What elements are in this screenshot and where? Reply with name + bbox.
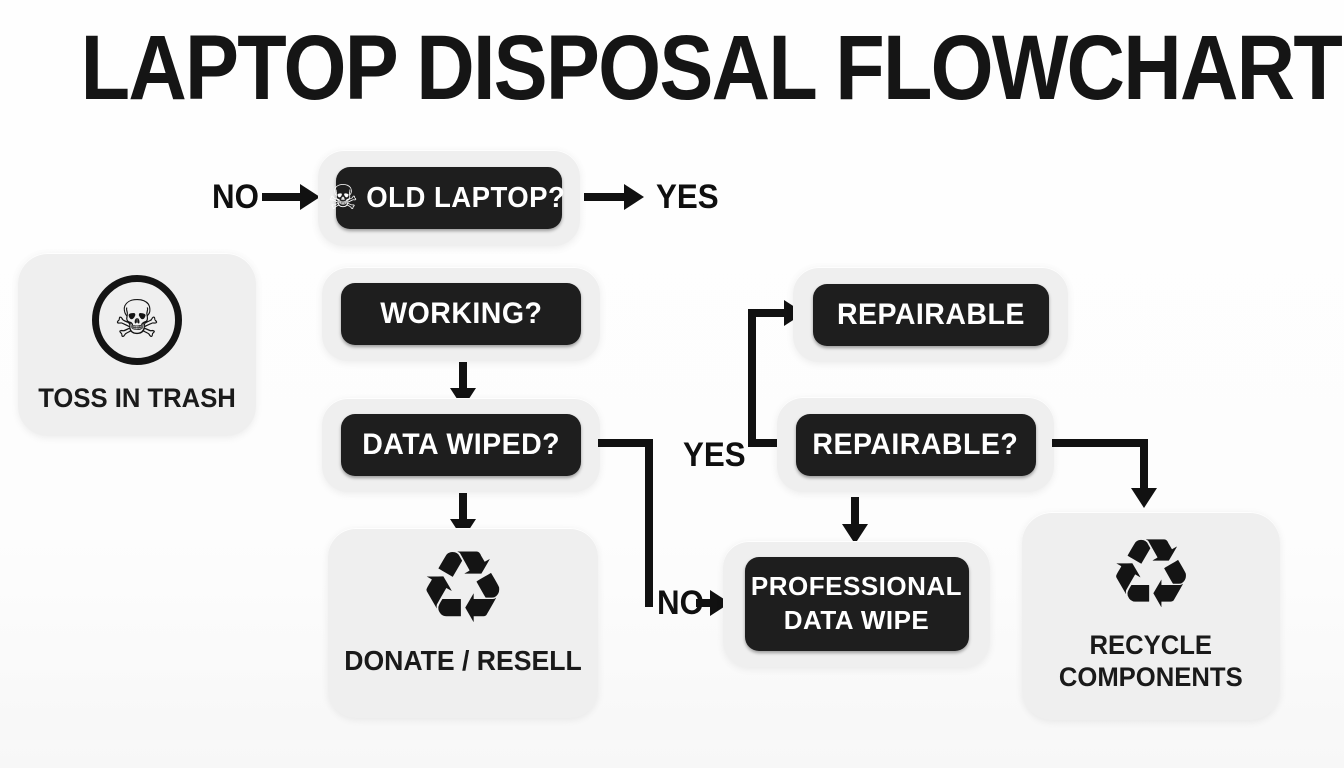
node-recycle-components-line1: RECYCLE: [1089, 630, 1213, 660]
node-toss-in-trash-label: TOSS IN TRASH: [38, 383, 236, 413]
node-recycle-components: ♻ RECYCLE COMPONENTS: [1022, 512, 1280, 720]
node-data-wiped: DATA WIPED?: [322, 398, 600, 492]
node-toss-in-trash: ☠ TOSS IN TRASH: [18, 253, 256, 436]
node-repairable-q: REPAIRABLE?: [777, 397, 1054, 492]
arrowhead-right-icon: [300, 184, 320, 210]
arrow-no-to-professional-wipe: [696, 599, 712, 607]
node-donate-resell: ♻ DONATE / RESELL: [328, 528, 598, 718]
arrow-data-wiped-to-donate: [459, 493, 467, 520]
node-data-wiped-label: DATA WIPED?: [362, 428, 560, 461]
node-repairable-q-pill: REPAIRABLE?: [795, 413, 1036, 476]
edge-repairable-q-right: [1052, 439, 1148, 447]
skull-crossbones-icon: ☠: [113, 290, 161, 350]
edge-label-yes-top: YES: [656, 178, 719, 216]
node-data-wiped-pill: DATA WIPED?: [341, 414, 581, 476]
edge-repairable-elbow-bottom: [748, 439, 780, 447]
edge-repairable-elbow-vertical: [748, 309, 756, 447]
arrowhead-right-icon: [624, 184, 644, 210]
arrow-repairable-q-to-professional-wipe: [851, 497, 859, 525]
skull-crossbones-icon: ☠: [327, 178, 359, 218]
edge-data-wiped-down: [645, 439, 653, 607]
arrow-working-to-data-wiped: [459, 362, 467, 389]
edge-label-no-top: NO: [212, 178, 259, 216]
edge-label-yes-branch: YES: [683, 436, 746, 474]
edge-repairable-elbow-top: [748, 309, 786, 317]
node-working-pill: WORKING?: [341, 283, 581, 345]
arrowhead-down-icon: [1131, 488, 1157, 508]
page-title: LAPTOP DISPOSAL FLOWCHART: [80, 17, 1343, 119]
node-old-laptop-pill: ☠ OLD LAPTOP?: [328, 167, 566, 229]
node-donate-resell-label: DONATE / RESELL: [344, 645, 582, 676]
node-repairable-label: REPAIRABLE: [836, 297, 1025, 331]
node-recycle-components-line2: COMPONENTS: [1059, 661, 1243, 692]
node-repairable-pill: REPAIRABLE: [812, 283, 1049, 346]
node-professional-data-wipe: PROFESSIONAL DATA WIPE: [723, 541, 990, 667]
node-repairable-q-label: REPAIRABLE?: [812, 427, 1019, 461]
recycle-icon: ♻: [418, 529, 508, 646]
node-professional-data-wipe-line2: DATA WIPE: [783, 605, 930, 635]
node-working-label: WORKING?: [379, 297, 543, 330]
node-recycle-components-label: RECYCLE COMPONENTS: [1059, 630, 1243, 694]
edge-data-wiped-right: [598, 439, 653, 447]
edge-recycle-down: [1140, 439, 1148, 489]
arrow-old-laptop-to-yes: [584, 193, 626, 201]
node-old-laptop: ☠ OLD LAPTOP?: [318, 150, 580, 246]
node-repairable: REPAIRABLE: [793, 267, 1068, 362]
arrow-no-to-old-laptop: [262, 193, 302, 201]
recycle-icon: ♻: [1107, 518, 1195, 630]
skull-circle-icon: ☠: [92, 275, 182, 365]
node-old-laptop-label: OLD LAPTOP?: [365, 181, 566, 214]
node-working: WORKING?: [322, 267, 600, 361]
node-professional-data-wipe-line1: PROFESSIONAL: [750, 571, 963, 602]
arrowhead-down-icon: [842, 524, 868, 544]
node-professional-data-wipe-pill: PROFESSIONAL DATA WIPE: [744, 557, 969, 651]
